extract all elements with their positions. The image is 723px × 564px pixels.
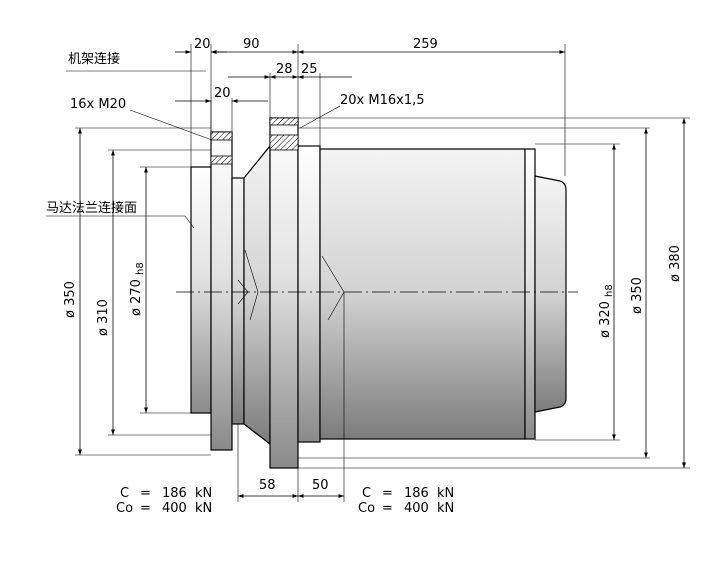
dim-bottom-58: 58 — [259, 478, 276, 493]
dim-dia-270: ø 270 h8 — [129, 262, 146, 316]
bolt-hole-hatch-left — [210, 131, 233, 141]
bolts-right-label: 20x M16x1,5 — [340, 93, 425, 108]
bolts-left-label: 16x M20 — [70, 97, 126, 112]
dim-dia-270-value: ø 270 — [129, 279, 144, 316]
load-right-c-label: C — [362, 486, 371, 501]
dim-dia-320-value: ø 320 — [598, 301, 613, 338]
drum-housing — [319, 148, 526, 440]
output-flange — [269, 117, 299, 469]
bolt-hole-hatch-right — [269, 117, 299, 126]
dim-dia-320-tolerance: h8 — [604, 284, 615, 297]
load-right-co-unit: kN — [437, 501, 454, 516]
load-right-co-label: Co — [358, 501, 375, 516]
load-right-co-eq: = — [382, 501, 393, 516]
dimension-lines — [78, 50, 686, 498]
dim-top-20: 20 — [194, 37, 211, 52]
load-right-co-value: 400 — [404, 501, 429, 516]
motor-flange — [190, 166, 212, 414]
frame-connection-label: 机架连接 — [68, 51, 120, 67]
dim-dia-320: ø 320 h8 — [598, 284, 615, 338]
dim-dia-350-left: ø 350 — [63, 281, 78, 318]
dim-dia-310: ø 310 — [96, 299, 111, 336]
load-left-co-eq: = — [140, 501, 151, 516]
dim-top-90: 90 — [243, 37, 260, 52]
dim-dia-350-right: ø 350 — [630, 277, 645, 314]
dim-dia-270-tolerance: h8 — [135, 262, 146, 275]
load-left-co-value: 400 — [162, 501, 187, 516]
extension-lines — [75, 44, 690, 502]
load-right-c-eq: = — [382, 486, 393, 501]
motor-flange-face-label: 马达法兰连接面 — [46, 200, 137, 216]
frame-flange — [210, 131, 233, 451]
dim-inner-20: 20 — [214, 86, 231, 101]
gearbox-body — [190, 117, 567, 469]
load-left-co-unit: kN — [195, 501, 212, 516]
dim-top-28: 28 — [276, 62, 293, 77]
bolt-hole-hatch-left-2 — [210, 155, 233, 165]
load-ratings-left: C = 186 kN Co = 400 kN — [116, 486, 212, 516]
dim-bottom-50: 50 — [312, 478, 329, 493]
bolt-hole-hatch-right-2 — [269, 134, 299, 151]
load-left-c-value: 186 — [162, 486, 187, 501]
load-left-c-eq: = — [140, 486, 151, 501]
load-left-c-unit: kN — [195, 486, 212, 501]
drum-end-band — [524, 148, 536, 440]
dim-top-25: 25 — [301, 62, 318, 77]
end-cap — [534, 175, 567, 413]
dim-dia-380: ø 380 — [668, 245, 683, 282]
neck-section — [231, 177, 245, 425]
load-left-c-label: C — [120, 486, 129, 501]
load-ratings-right: C = 186 kN Co = 400 kN — [358, 486, 454, 516]
leader-lines — [46, 70, 341, 229]
load-right-c-value: 186 — [404, 486, 429, 501]
shoulder-section — [297, 145, 321, 443]
dim-top-259: 259 — [413, 37, 438, 52]
load-left-co-label: Co — [116, 501, 133, 516]
load-right-c-unit: kN — [437, 486, 454, 501]
